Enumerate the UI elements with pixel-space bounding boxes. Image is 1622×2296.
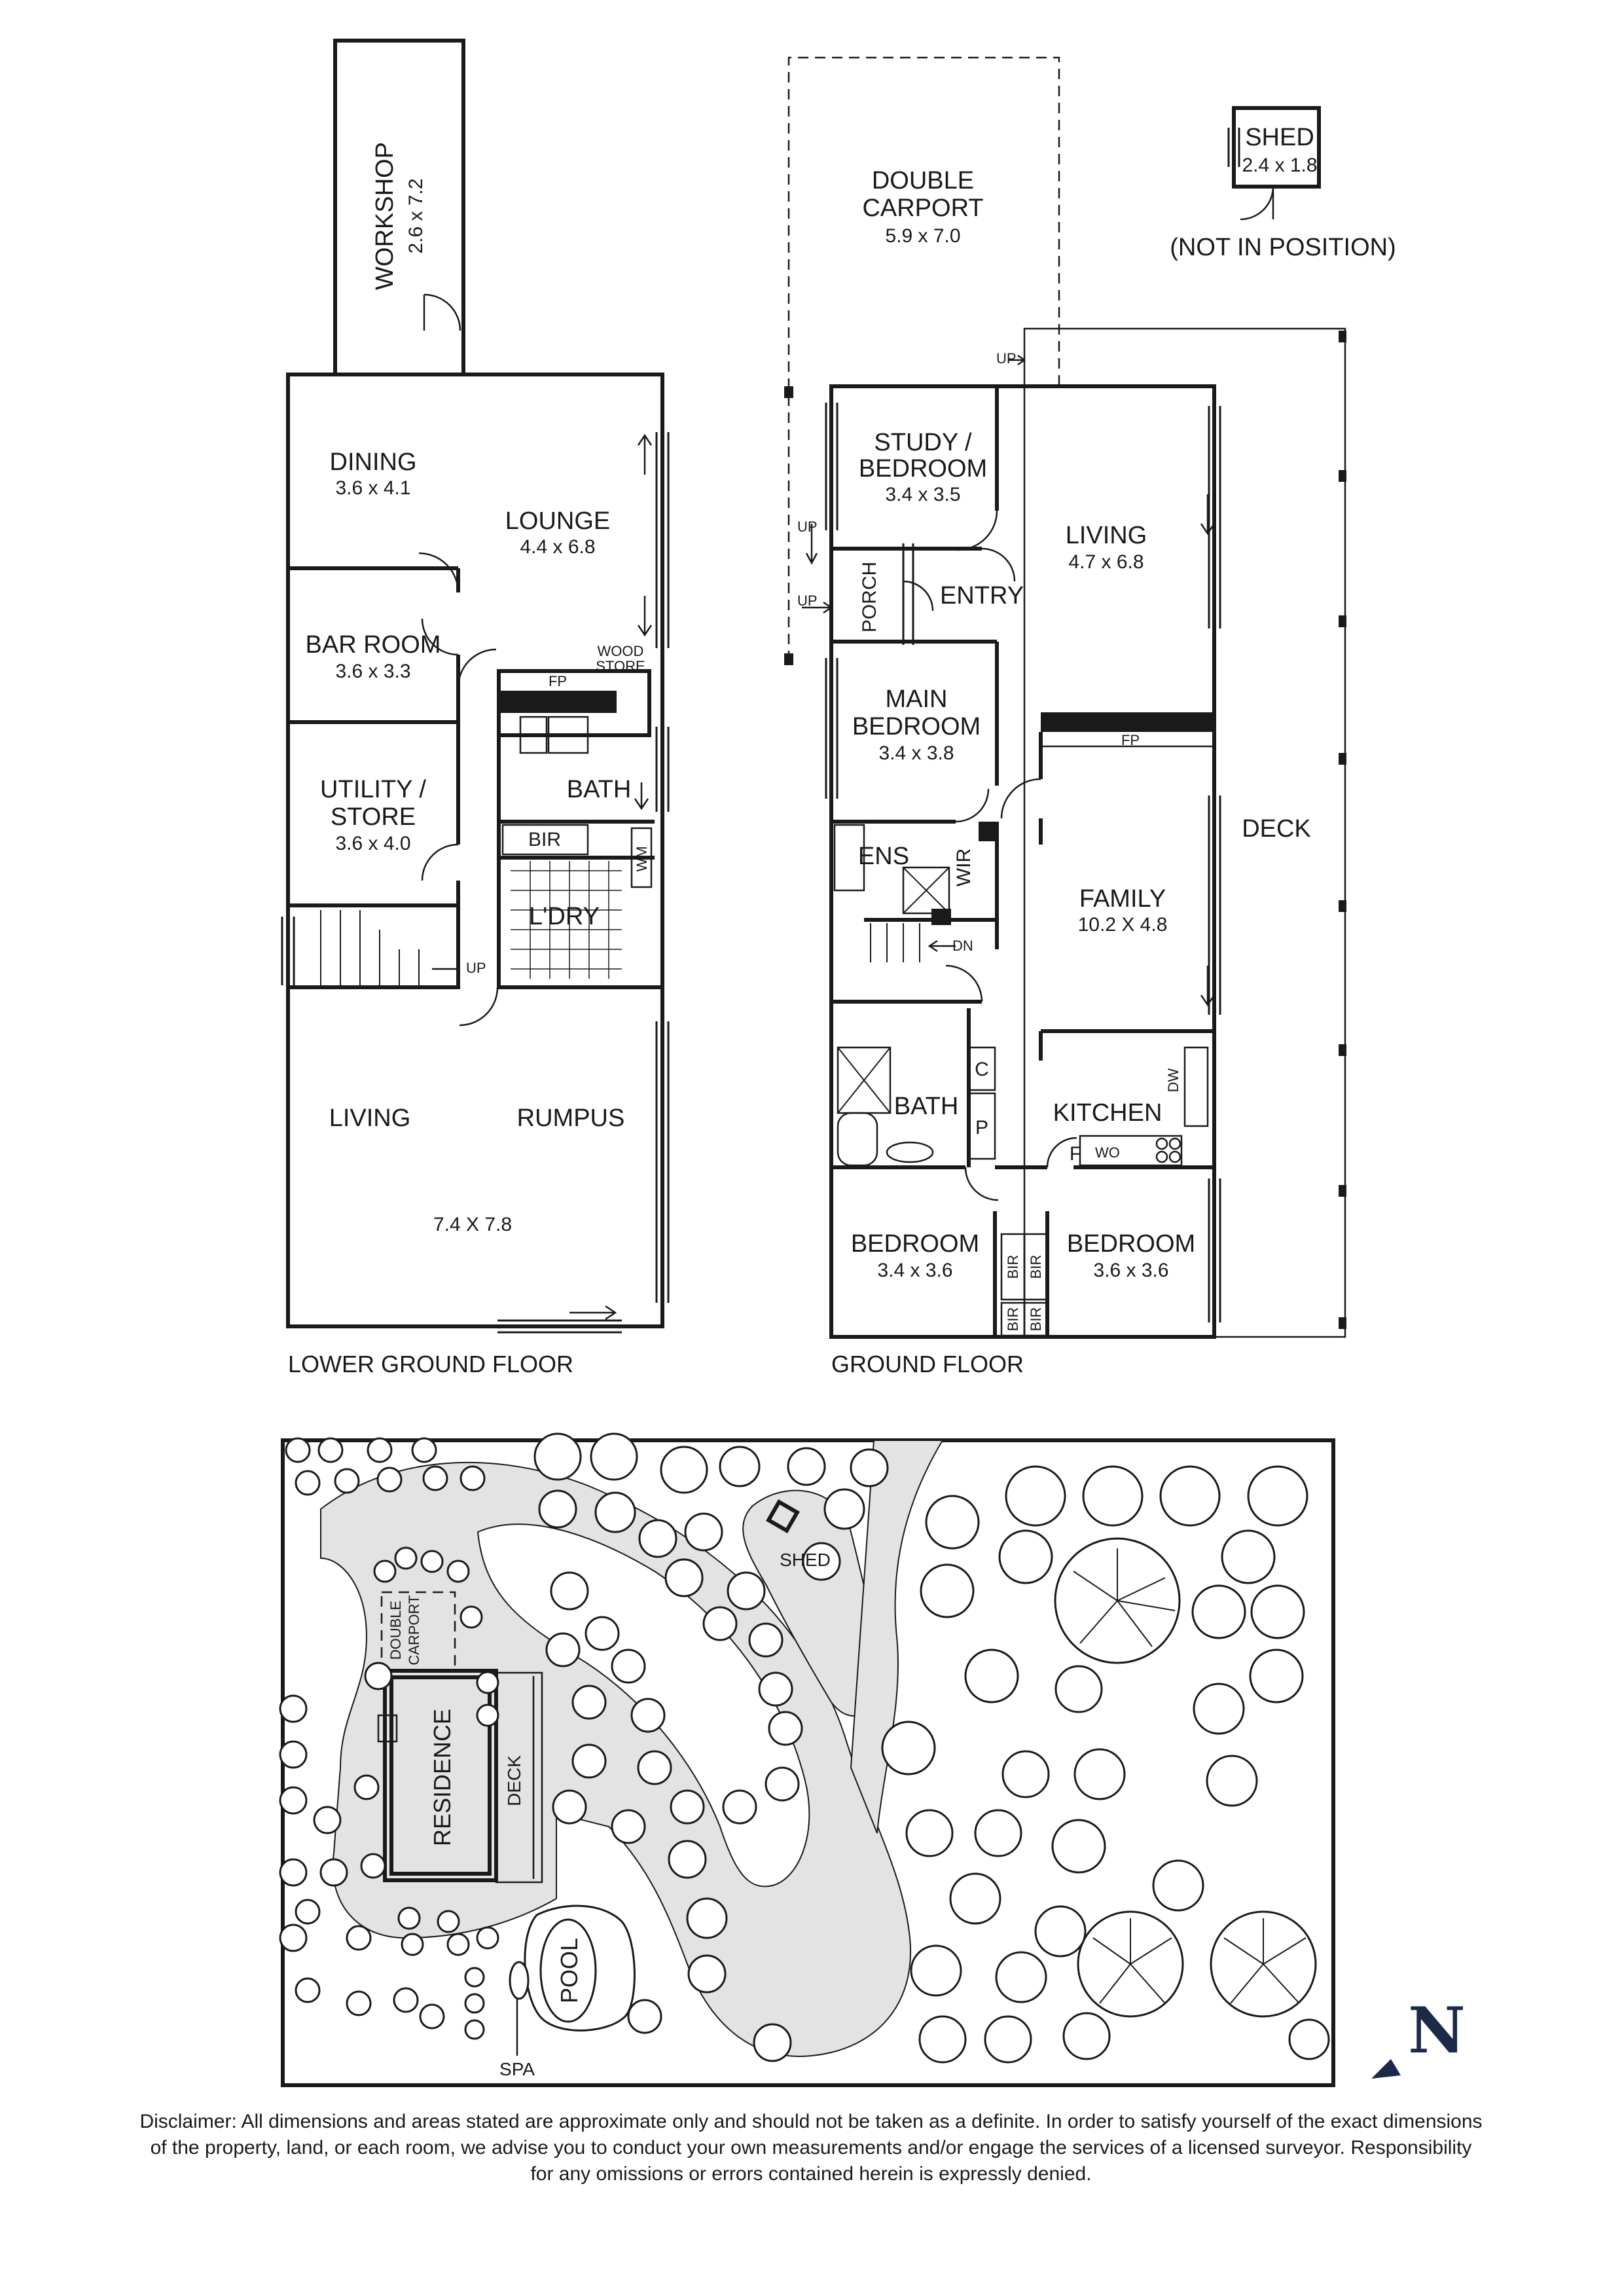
bir-right-upper: BIR [1028, 1255, 1044, 1279]
dining-dim: 3.6 x 4.1 [335, 477, 410, 499]
pantry-label: P [975, 1117, 988, 1139]
site-shed-label: SHED [780, 1550, 831, 1570]
north-arrow: N [1371, 1994, 1466, 2079]
double-carport-dim: 5.9 x 7.0 [885, 225, 960, 247]
lg-living-label: LIVING [329, 1104, 411, 1132]
shed-plan: SHED 2.4 x 1.8 (NOT IN POSITION) [1170, 106, 1396, 261]
bar-room-label: BAR ROOM [306, 631, 441, 659]
ensuite-label: ENS [858, 843, 909, 870]
residence-label: RESIDENCE [429, 1709, 456, 1846]
lounge-dim: 4.4 x 6.8 [520, 536, 595, 558]
main-bedroom-dim: 3.4 x 3.8 [878, 742, 954, 764]
north-label: N [1408, 1994, 1466, 2068]
gf-fireplace-label: FP [1121, 732, 1140, 748]
ground-floor-plan: DOUBLE CARPORT 5.9 x 7.0 UP STUDY / BEDR… [784, 56, 1346, 1377]
site-plan: SHED DOUBLE CARPORT RESIDENCE DECK POOL … [279, 1432, 1466, 2087]
site-trees [279, 1432, 1330, 2064]
shed-note: (NOT IN POSITION) [1170, 234, 1396, 261]
utility-label: UTILITY / [320, 776, 426, 803]
ground-floor-caption: GROUND FLOOR [831, 1351, 1024, 1377]
site-carport-label-2: CARPORT [406, 1595, 422, 1665]
entry-label: ENTRY [940, 582, 1024, 610]
bedroom-right-label: BEDROOM [1067, 1230, 1195, 1258]
disclaimer: Disclaimer: All dimensions and areas sta… [139, 2111, 1482, 2185]
site-deck-label: DECK [504, 1755, 524, 1806]
study-dim: 3.4 x 3.5 [885, 484, 960, 505]
fireplace-label: FP [549, 673, 567, 689]
washing-machine-label: WM [634, 846, 650, 871]
disclaimer-line-1: Disclaimer: All dimensions and areas sta… [139, 2111, 1482, 2132]
stairs-down-label: DN [952, 938, 973, 954]
bar-room-dim: 3.6 x 3.3 [335, 661, 410, 682]
family-label: FAMILY [1079, 885, 1166, 913]
fridge-label: F [1070, 1143, 1081, 1165]
bir-right-lower: BIR [1028, 1307, 1044, 1332]
wall-oven-label: WO [1095, 1144, 1120, 1161]
dishwasher-label: DW [1165, 1068, 1181, 1092]
lounge-label: LOUNGE [505, 507, 610, 535]
lower-ground-floor-caption: LOWER GROUND FLOOR [288, 1351, 573, 1377]
bedroom-left-label: BEDROOM [851, 1230, 979, 1258]
walk-in-robe-label: WIR [953, 848, 975, 886]
double-carport-label: DOUBLE [872, 167, 974, 194]
living-rumpus-dim: 7.4 X 7.8 [433, 1214, 512, 1235]
lg-bath-label: BATH [567, 776, 632, 803]
gf-living-label: LIVING [1066, 522, 1147, 549]
shed-label: SHED [1245, 124, 1314, 151]
utility-label-2: STORE [331, 803, 416, 831]
workshop-label: WORKSHOP [371, 142, 399, 290]
study-label-2: BEDROOM [859, 455, 987, 483]
kitchen-label: KITCHEN [1053, 1099, 1162, 1127]
bir-left-lower: BIR [1005, 1307, 1021, 1332]
pool-label: POOL [556, 1938, 583, 2003]
porch-up-label: UP [797, 519, 818, 535]
dining-label: DINING [330, 448, 417, 476]
deck-label: DECK [1242, 815, 1311, 843]
entry-up-label: UP [797, 592, 818, 609]
family-dim: 10.2 X 4.8 [1078, 914, 1168, 936]
workshop-dim: 2.6 x 7.2 [405, 178, 427, 253]
carport-up-label: UP [996, 350, 1017, 367]
lg-bir-label: BIR [528, 829, 561, 850]
main-bedroom-label-2: BEDROOM [852, 713, 981, 740]
rumpus-label: RUMPUS [517, 1104, 625, 1132]
porch-label: PORCH [859, 562, 880, 632]
gf-bath-label: BATH [894, 1093, 959, 1120]
disclaimer-line-2: of the property, land, or each room, we … [151, 2137, 1472, 2159]
bedroom-right-dim: 3.6 x 3.6 [1093, 1260, 1168, 1281]
laundry-label: L'DRY [529, 903, 600, 930]
study-label: STUDY / [874, 429, 972, 456]
utility-dim: 3.6 x 4.0 [335, 833, 410, 854]
site-carport-label: DOUBLE [387, 1601, 404, 1660]
shed-dim: 2.4 x 1.8 [1242, 155, 1317, 176]
wood-store-label-2: STORE [596, 658, 645, 674]
lg-stairs-up-label: UP [466, 960, 486, 976]
double-carport-label-2: CARPORT [862, 194, 983, 222]
gf-living-dim: 4.7 x 6.8 [1068, 551, 1144, 573]
wood-store-label: WOOD [598, 643, 644, 659]
disclaimer-line-3: for any omissions or errors contained he… [530, 2163, 1091, 2185]
cupboard-label: C [975, 1059, 989, 1080]
spa-label: SPA [499, 2059, 535, 2079]
bir-left-upper: BIR [1005, 1255, 1021, 1279]
lower-ground-floor-plan: WORKSHOP 2.6 x 7.2 DINING 3.6 x 4.1 LOUN… [281, 39, 670, 1377]
bedroom-left-dim: 3.4 x 3.6 [877, 1260, 952, 1281]
main-bedroom-label: MAIN [886, 685, 948, 713]
